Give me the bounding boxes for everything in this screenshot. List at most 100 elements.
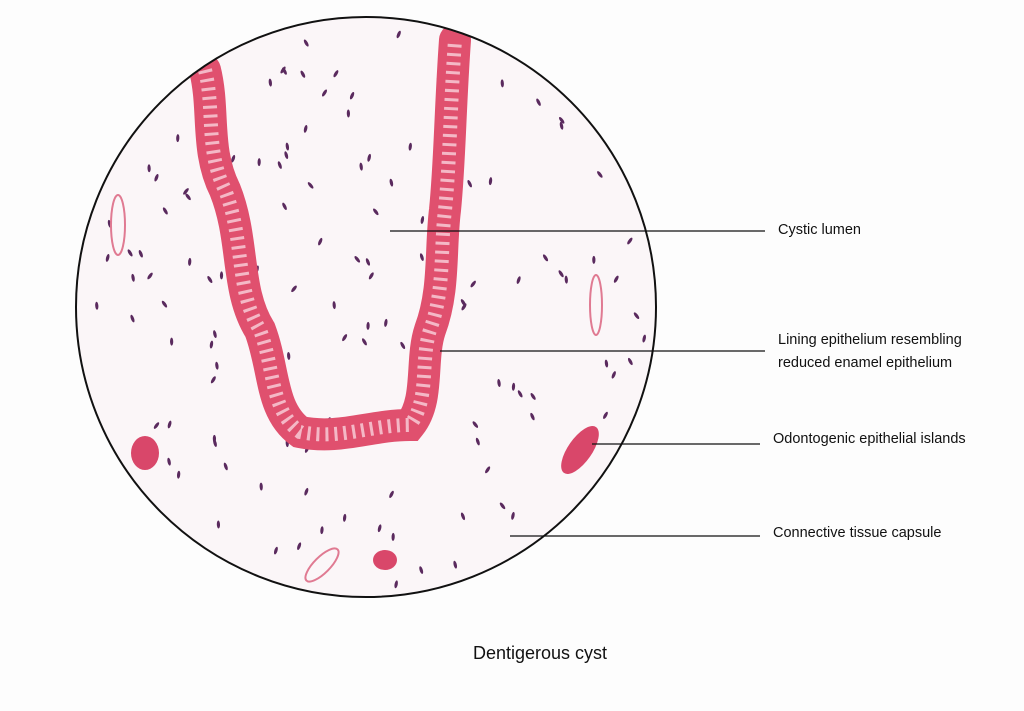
- nucleus: [488, 177, 493, 186]
- nucleus: [170, 337, 174, 346]
- epithelial-island: [561, 426, 599, 474]
- nucleus: [472, 421, 479, 428]
- nucleus: [307, 182, 314, 189]
- blood-vessel: [110, 194, 126, 256]
- nucleus: [377, 524, 382, 533]
- nucleus: [130, 314, 135, 323]
- nucleus: [131, 273, 135, 282]
- nucleus: [542, 254, 549, 262]
- nucleus: [530, 393, 536, 400]
- label-lining-line2: reduced enamel epithelium: [778, 355, 953, 371]
- nucleus: [419, 253, 424, 261]
- nucleus: [359, 162, 363, 171]
- nucleus: [366, 321, 370, 330]
- nucleus: [127, 249, 133, 257]
- nucleus: [394, 580, 398, 589]
- nucleus: [536, 98, 541, 106]
- nucleus: [475, 437, 480, 446]
- nucleus: [500, 79, 504, 88]
- nucleus: [559, 121, 564, 130]
- nucleus: [300, 70, 306, 78]
- nucleus: [384, 318, 388, 327]
- nucleus: [282, 202, 287, 210]
- nucleus: [257, 158, 261, 167]
- nucleus: [511, 382, 516, 391]
- nucleus: [147, 272, 153, 280]
- nucleus: [642, 334, 646, 343]
- nucleus: [277, 161, 282, 169]
- nucleus: [367, 153, 371, 162]
- nucleus: [183, 188, 189, 195]
- nucleus: [499, 502, 506, 510]
- epithelial-island: [131, 436, 159, 470]
- nucleus: [453, 560, 458, 569]
- nucleus: [259, 482, 263, 491]
- label-odontogenic-islands: Odontogenic epithelial islands: [773, 431, 966, 447]
- nucleus: [176, 470, 181, 479]
- nucleus: [223, 462, 228, 471]
- blood-vessel: [304, 547, 340, 583]
- nucleus: [603, 411, 608, 419]
- nucleus: [604, 359, 609, 368]
- nucleus: [389, 490, 394, 498]
- nucleus: [273, 546, 278, 555]
- nucleus: [391, 532, 395, 541]
- nucleus: [516, 276, 521, 284]
- nucleus: [268, 78, 272, 87]
- nucleus: [470, 280, 476, 288]
- nucleus: [285, 142, 290, 151]
- nucleus: [460, 512, 466, 521]
- nucleus: [291, 285, 297, 293]
- nucleus: [209, 340, 214, 349]
- nucleus: [210, 376, 216, 384]
- connective-tissue-field: [76, 17, 656, 597]
- nucleus: [346, 109, 350, 118]
- nucleus: [354, 256, 361, 263]
- nucleus: [349, 91, 355, 100]
- nucleus: [213, 330, 217, 338]
- nucleus: [219, 271, 224, 280]
- nucleus: [212, 434, 217, 443]
- nucleus: [342, 513, 347, 522]
- nucleus: [361, 338, 367, 346]
- nucleus: [368, 272, 374, 280]
- nucleus: [627, 237, 633, 245]
- nucleus: [176, 134, 180, 143]
- nucleus: [592, 255, 596, 264]
- leader-lines: [390, 230, 765, 537]
- nucleus: [231, 154, 236, 163]
- nucleus: [530, 412, 535, 421]
- nucleus: [332, 301, 336, 310]
- nucleus: [105, 254, 110, 262]
- nucleus: [467, 180, 472, 188]
- nucleus: [215, 361, 219, 370]
- nucleus: [95, 301, 99, 310]
- nucleus: [373, 208, 379, 216]
- nucleus: [216, 520, 221, 529]
- nucleus: [185, 193, 191, 201]
- label-connective-tissue: Connective tissue capsule: [773, 525, 942, 541]
- nucleus: [297, 542, 302, 550]
- nucleus: [138, 250, 143, 258]
- nucleus: [597, 171, 603, 178]
- nucleus: [162, 207, 168, 215]
- nucleus: [400, 341, 406, 349]
- nucleus: [282, 67, 287, 75]
- nucleus: [485, 466, 491, 474]
- nucleus: [558, 270, 564, 278]
- label-cystic-lumen: Cystic lumen: [778, 222, 861, 238]
- nucleus: [321, 89, 328, 97]
- nucleus: [389, 178, 394, 187]
- nucleus: [613, 275, 619, 283]
- label-lining-line1: Lining epithelium resembling: [778, 332, 962, 348]
- nucleus: [188, 257, 192, 266]
- nucleus: [558, 116, 565, 124]
- blood-vessel: [589, 274, 603, 336]
- lining-epithelium: [189, 24, 471, 451]
- nucleus: [517, 390, 523, 398]
- nucleus: [167, 420, 172, 429]
- nucleus: [365, 258, 371, 266]
- nucleus: [207, 275, 213, 283]
- microscope-field-outline: [75, 16, 657, 598]
